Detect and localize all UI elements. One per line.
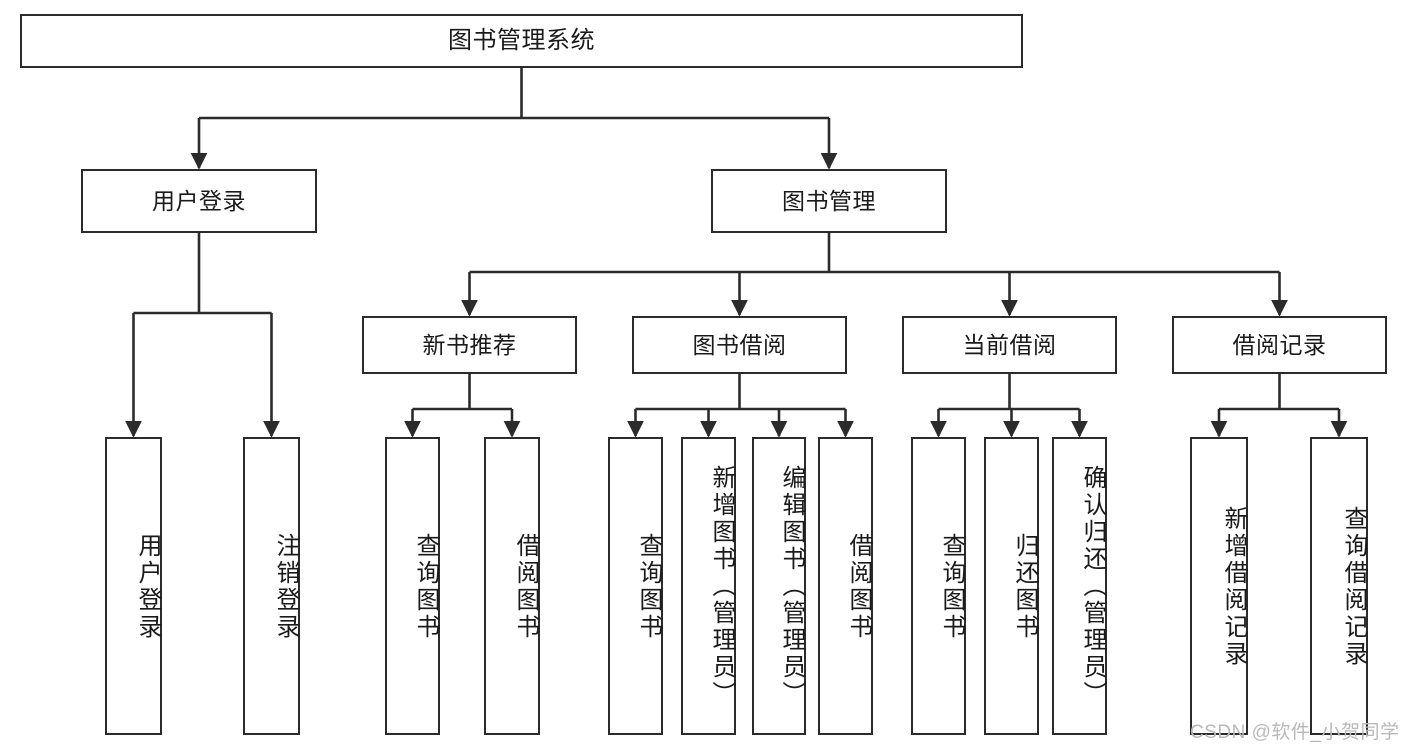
node-leaf-cb-confirm-return-admin[interactable]: 确认归还（管理员） [1052,437,1107,735]
node-label: 查询借阅记录 [1340,506,1367,668]
node-book-management[interactable]: 图书管理 [711,169,947,233]
node-new-book-recommendation[interactable]: 新书推荐 [362,316,577,374]
node-leaf-user-login[interactable]: 用户登录 [105,437,162,735]
node-label: 借阅图书 [512,533,539,641]
node-label: 注销登录 [272,533,299,641]
node-label: 用户登录 [134,533,161,641]
node-leaf-br-query-record[interactable]: 查询借阅记录 [1310,437,1368,735]
node-label: 借阅记录 [1232,331,1327,358]
node-label: 图书管理 [782,187,876,214]
node-current-borrowing[interactable]: 当前借阅 [902,316,1117,374]
node-label: 查询图书 [938,533,965,641]
node-label: 新书推荐 [422,331,517,358]
node-label: 图书借阅 [692,331,787,358]
node-label: 查询图书 [635,533,662,641]
node-leaf-rec-query-book[interactable]: 查询图书 [385,437,440,735]
node-leaf-bb-add-book-admin[interactable]: 新增图书（管理员） [681,437,736,735]
node-label: 确认归还（管理员） [1079,465,1106,708]
node-label: 新增图书（管理员） [708,465,735,708]
csdn-watermark: CSDN @软件_小贺同学 [1190,722,1400,743]
node-leaf-rec-borrow-book[interactable]: 借阅图书 [484,437,540,735]
node-borrowing-records[interactable]: 借阅记录 [1172,316,1387,374]
node-leaf-bb-borrow-book[interactable]: 借阅图书 [818,437,873,735]
node-label: 借阅图书 [845,533,872,641]
node-leaf-cb-query-book[interactable]: 查询图书 [911,437,966,735]
node-user-login[interactable]: 用户登录 [81,169,317,233]
node-root-book-management-system[interactable]: 图书管理系统 [20,14,1023,68]
node-label: 用户登录 [152,187,246,214]
node-leaf-bb-edit-book-admin[interactable]: 编辑图书（管理员） [752,437,806,735]
node-label: 编辑图书（管理员） [778,465,805,708]
node-leaf-bb-query-book[interactable]: 查询图书 [608,437,663,735]
node-label: 图书管理系统 [448,27,595,55]
node-label: 归还图书 [1011,533,1038,641]
node-label: 当前借阅 [962,331,1057,358]
node-book-borrowing[interactable]: 图书借阅 [632,316,847,374]
node-label: 新增借阅记录 [1220,506,1247,668]
node-leaf-user-logout[interactable]: 注销登录 [243,437,300,735]
node-leaf-cb-return-book[interactable]: 归还图书 [984,437,1039,735]
node-leaf-br-add-record[interactable]: 新增借阅记录 [1190,437,1248,735]
node-label: 查询图书 [412,533,439,641]
